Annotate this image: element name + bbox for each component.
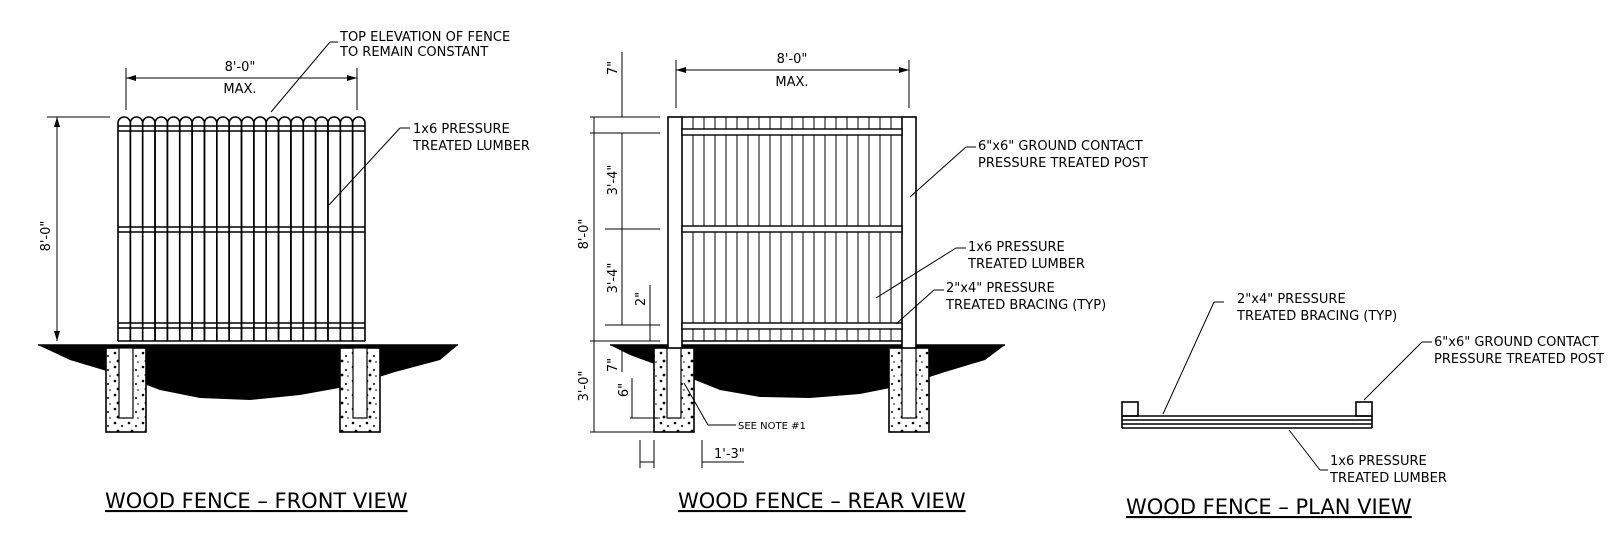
rear-see-note-text: SEE NOTE #1 [738,421,806,432]
front-picket [265,116,280,341]
rear-dim-1-3: 1'-3" [714,447,745,462]
front-rails [118,125,365,329]
rear-bracing-note-line1: 2"x4" PRESSURE [946,281,1055,296]
front-picket [166,116,181,341]
plan-view: 2"x4" PRESSURE TREATED BRACING (TYP) 6"x… [1121,292,1604,519]
front-pickets [117,116,366,341]
front-picket [290,116,305,341]
front-picket [277,116,292,341]
plan-bracing-note-line1: 2"x4" PRESSURE [1237,292,1346,307]
rear-bracing-note-line2: TREATED BRACING (TYP) [945,298,1106,313]
front-picket [339,116,354,341]
plan-fence-boards [1121,415,1373,429]
rear-dim-3-4-lower: 3'-4" [606,263,621,294]
plan-bracing-note: 2"x4" PRESSURE TREATED BRACING (TYP) [1162,292,1397,415]
rear-width-dim-text: 8'-0" [777,52,808,67]
front-note-top-line2: TO REMAIN CONSTANT [339,45,488,60]
front-picket [141,116,156,341]
plan-bracing-note-line2: TREATED BRACING (TYP) [1236,309,1397,324]
front-picket [203,116,218,341]
plan-post-note-line1: 6"x6" GROUND CONTACT [1434,335,1599,350]
rear-left-post-base [666,347,682,419]
front-lumber-note: 1x6 PRESSURE TREATED LUMBER [328,122,530,206]
front-ground-soil [38,345,458,400]
front-picket [314,116,329,341]
plan-right-post [1355,401,1373,417]
rear-dim-8-0: 8'-0" [577,219,592,250]
front-width-max-text: MAX. [223,82,256,97]
front-top-elevation-note: TOP ELEVATION OF FENCE TO REMAIN CONSTAN… [270,30,510,113]
front-picket [228,116,243,341]
rear-post-note-line1: 6"x6" GROUND CONTACT [978,139,1143,154]
front-view-title: WOOD FENCE – FRONT VIEW [105,489,408,513]
rear-dim-3-4-upper: 3'-4" [606,165,621,196]
rear-bracing-note: 2"x4" PRESSURE TREATED BRACING (TYP) [895,281,1106,325]
plan-lumber-note-line2: TREATED LUMBER [1329,471,1447,486]
front-width-dim-text: 8'-0" [225,60,256,75]
rear-post-note-line2: PRESSURE TREATED POST [978,156,1148,171]
plan-lumber-note: 1x6 PRESSURE TREATED LUMBER [1288,429,1447,486]
front-picket [240,116,255,341]
front-picket [216,116,230,341]
rear-dim-7-lower: 7" [606,358,621,372]
front-picket [327,116,342,341]
front-height-dim-text: 8'-0" [39,221,54,252]
rear-width-dimension: 8'-0" MAX. [675,52,910,108]
rear-bracing [681,128,903,330]
rear-dim-3-0: 3'-0" [577,371,592,402]
plan-lumber-note-line1: 1x6 PRESSURE [1330,454,1427,469]
rear-post-note: 6"x6" GROUND CONTACT PRESSURE TREATED PO… [909,139,1148,198]
front-lumber-note-line1: 1x6 PRESSURE [413,122,510,137]
front-lumber-note-line2: TREATED LUMBER [412,139,530,154]
front-picket [117,116,132,341]
rear-width-max-text: MAX. [775,75,808,90]
front-picket [191,116,206,341]
front-right-post-base [352,347,368,419]
front-picket [302,116,317,341]
front-height-dimension: 8'-0" [39,116,110,341]
front-picket [129,116,144,341]
rear-right-post [901,116,917,349]
rear-dim-2: 2" [634,292,649,306]
rear-dim-top-7: 7" [606,61,621,75]
plan-left-post [1121,401,1139,417]
rear-dim-6: 6" [617,383,632,397]
front-picket [351,116,366,341]
front-note-top-line1: TOP ELEVATION OF FENCE [339,30,510,45]
front-left-post-base [118,347,134,419]
rear-lumber-note: 1x6 PRESSURE TREATED LUMBER [875,240,1085,299]
front-picket [154,116,169,341]
plan-post-note-line2: PRESSURE TREATED POST [1434,352,1604,367]
rear-view: 8'-0" MAX. 7" 3'-4" [577,52,1148,513]
rear-right-post-base [901,347,917,419]
front-picket [178,116,193,341]
plan-post-note: 6"x6" GROUND CONTACT PRESSURE TREATED PO… [1363,335,1604,401]
rear-lumber-note-line1: 1x6 PRESSURE [968,240,1065,255]
rear-vertical-dimensions: 7" 3'-4" 8'-0" 3'-4" 2" 7" 3'-0" 6" 1'-3… [577,52,745,468]
plan-view-title: WOOD FENCE – PLAN VIEW [1126,495,1412,519]
rear-view-title: WOOD FENCE – REAR VIEW [678,489,966,513]
rear-left-post [667,116,683,349]
front-view: 8'-0" MAX. TOP ELEVATION OF FENCE TO REM… [38,30,530,513]
front-width-dimension: 8'-0" MAX. [125,60,358,110]
rear-see-note: SEE NOTE #1 [683,382,806,432]
rear-lumber-note-line2: TREATED LUMBER [967,257,1085,272]
front-picket [253,116,267,341]
